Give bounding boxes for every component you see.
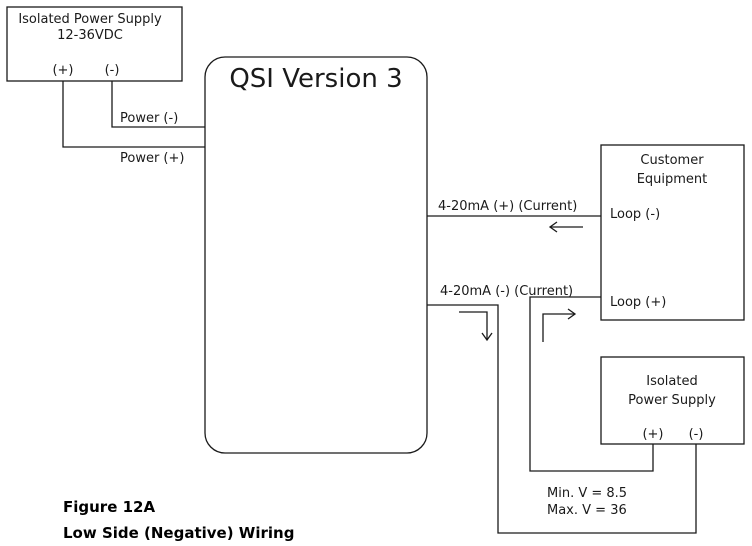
customer-equipment-box xyxy=(600,144,745,321)
current-flow-down-arrow-shaft xyxy=(459,311,488,340)
figure-subtitle: Low Side (Negative) Wiring xyxy=(63,524,294,542)
customer-equipment-title-line1: Customer xyxy=(640,153,704,168)
figure-number: Figure 12A xyxy=(63,498,155,516)
power-plus-label: Power (+) xyxy=(120,151,184,166)
power-supply-top-minus-terminal: (-) xyxy=(105,63,120,78)
power-supply-top-box xyxy=(6,6,183,82)
power-minus-label: Power (-) xyxy=(120,111,178,126)
min-voltage-label: Min. V = 8.5 xyxy=(547,486,627,501)
power-plus-wire xyxy=(62,81,205,148)
power-minus-wire xyxy=(111,81,205,128)
power-supply-bottom-title-line1: Isolated xyxy=(646,374,698,389)
qsi-device-box xyxy=(204,56,428,454)
power-supply-bottom-title-line2: Power Supply xyxy=(628,393,716,408)
qsi-device-title: QSI Version 3 xyxy=(229,64,402,94)
power-supply-bottom-plus-terminal: (+) xyxy=(642,427,663,442)
power-supply-top-plus-terminal: (+) xyxy=(52,63,73,78)
power-supply-bottom-box xyxy=(600,356,745,445)
customer-equipment-title-line2: Equipment xyxy=(637,172,708,187)
current-flow-right-arrow-shaft xyxy=(542,313,575,342)
power-supply-top-title-line2: 12-36VDC xyxy=(57,28,123,43)
current-minus-label: 4-20mA (-) (Current) xyxy=(440,284,573,299)
loop-plus-label: Loop (+) xyxy=(610,295,666,310)
power-supply-top-title-line1: Isolated Power Supply xyxy=(18,12,162,27)
max-voltage-label: Max. V = 36 xyxy=(547,503,627,518)
loop-minus-label: Loop (-) xyxy=(610,207,660,222)
current-minus-wire xyxy=(427,304,697,534)
current-plus-label: 4-20mA (+) (Current) xyxy=(438,199,577,214)
power-supply-bottom-minus-terminal: (-) xyxy=(689,427,704,442)
left-arrow-icon xyxy=(548,221,558,233)
right-arrow-icon xyxy=(567,308,577,320)
loop-plus-wire xyxy=(529,296,654,472)
down-arrow-icon xyxy=(481,332,493,342)
